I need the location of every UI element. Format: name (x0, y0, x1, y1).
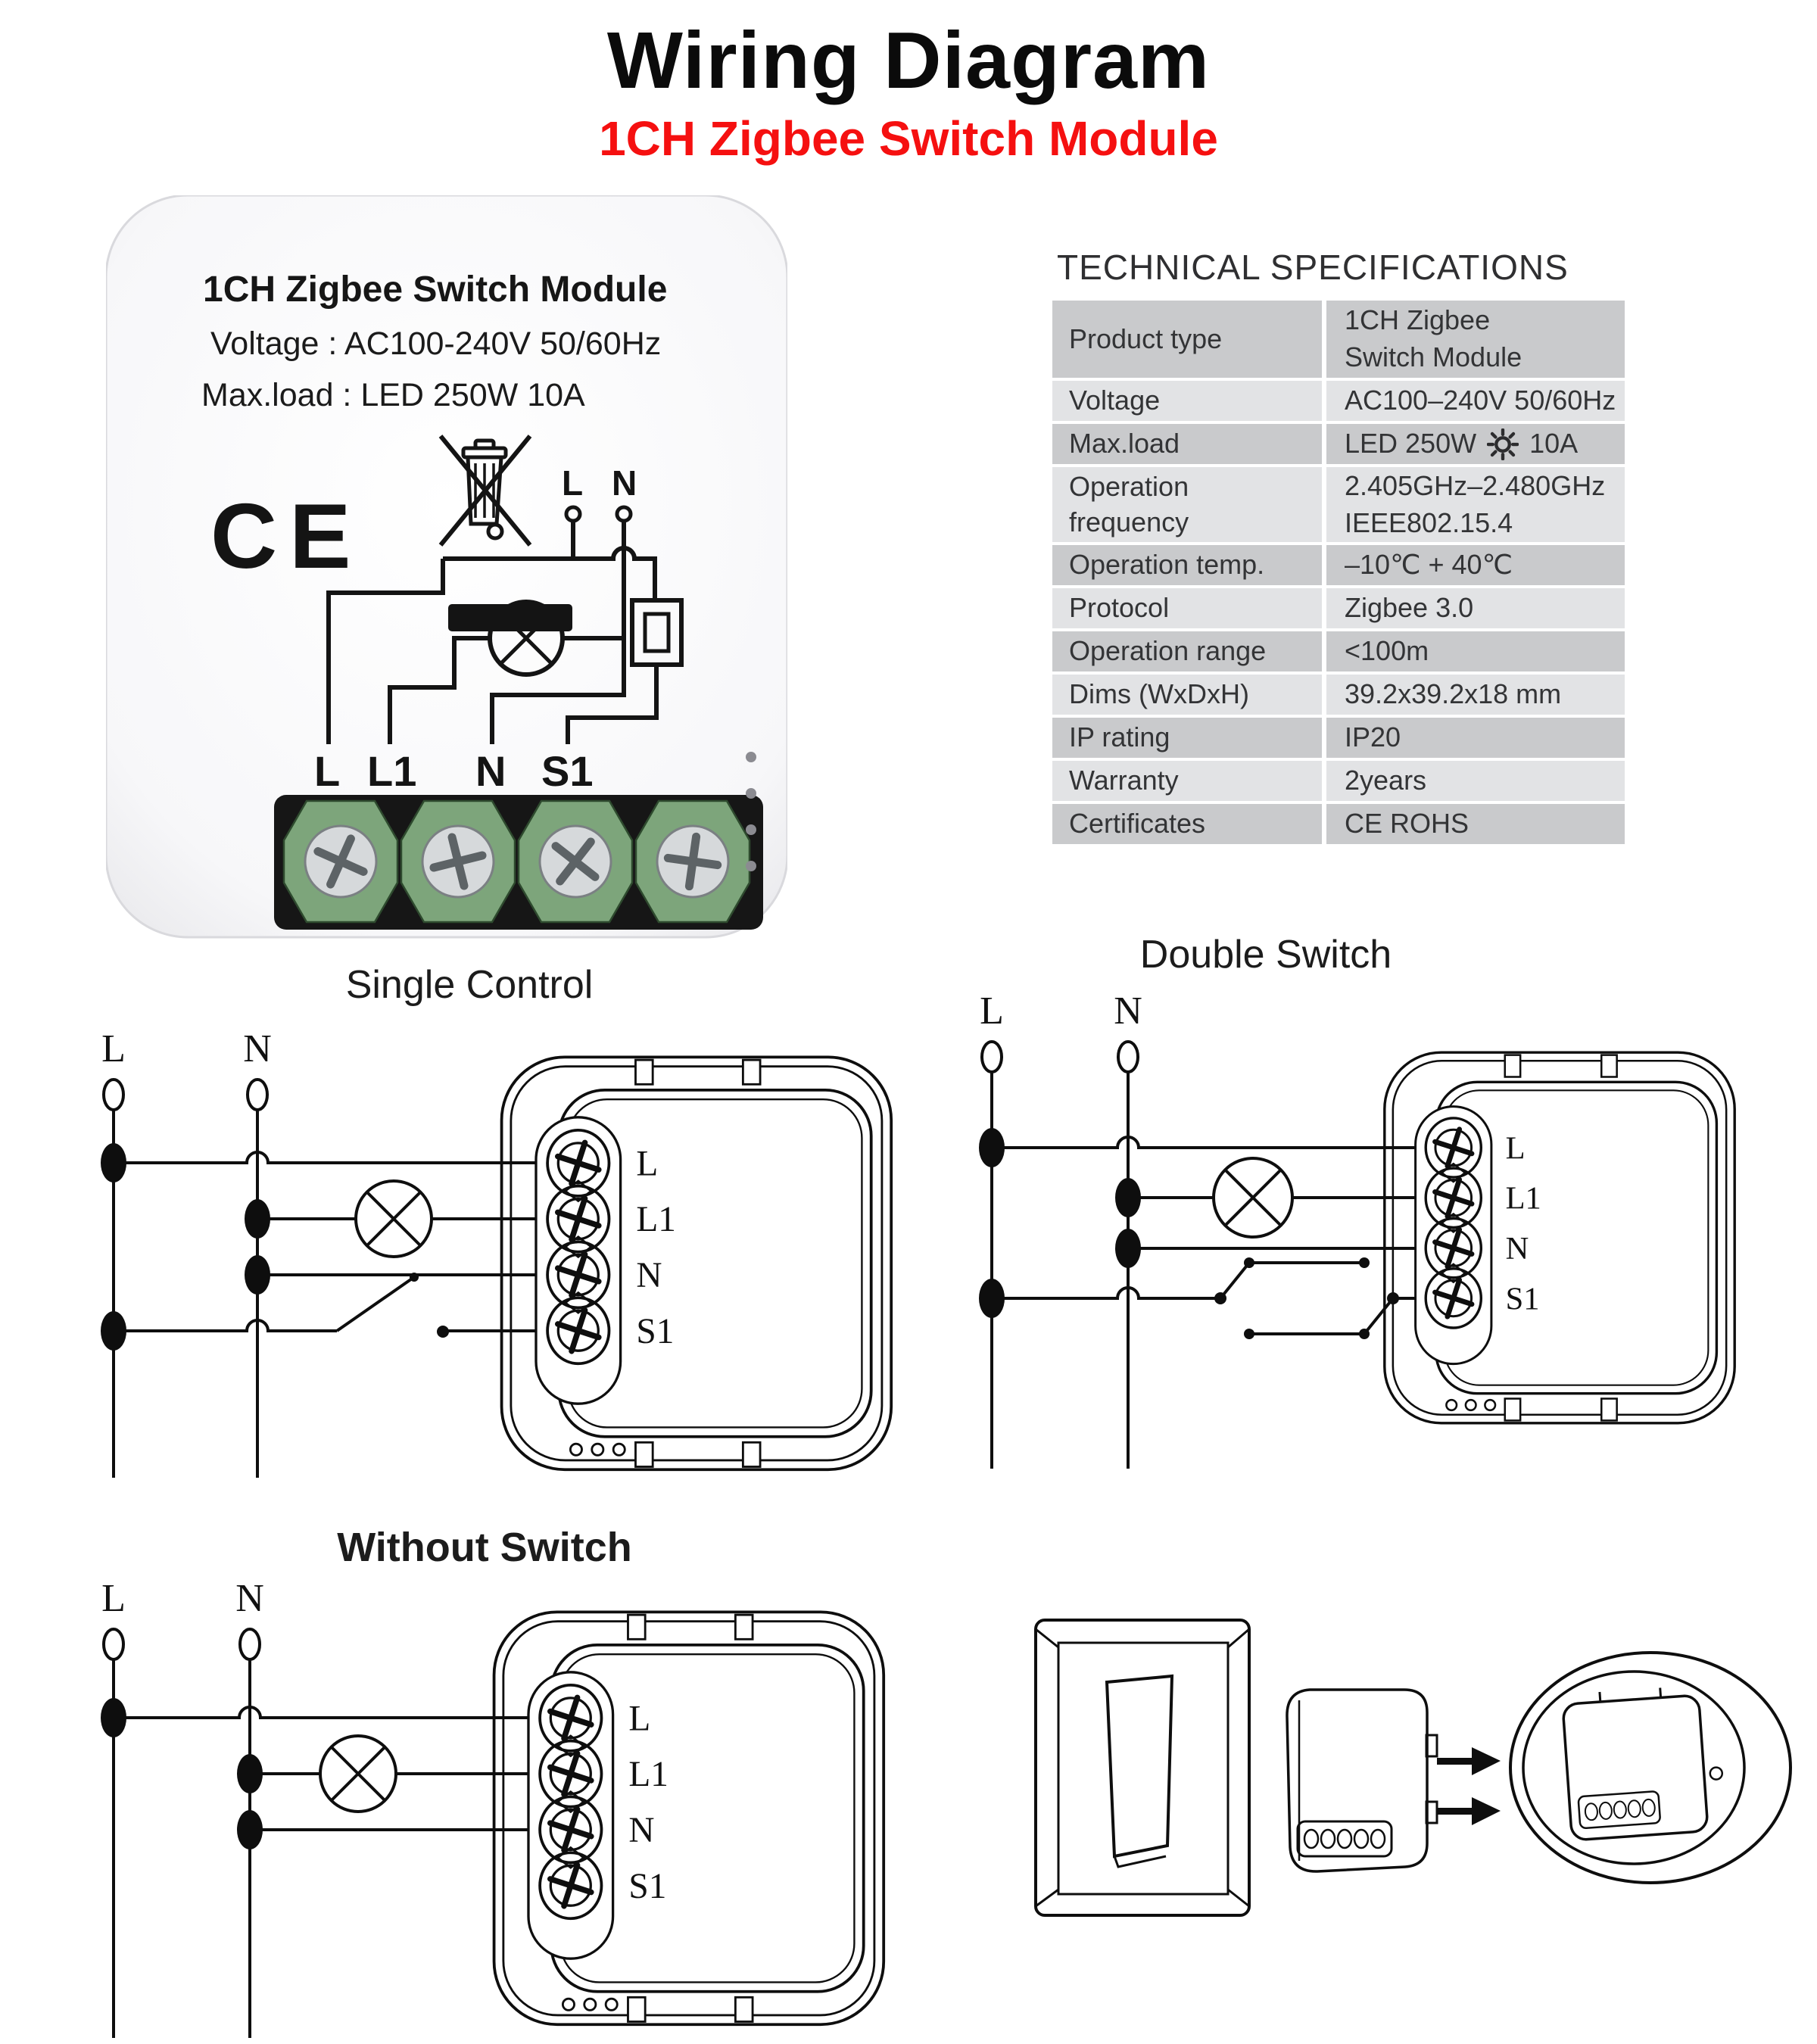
wheelie-bin-crossed-icon (438, 435, 532, 547)
mains-l-label: L (101, 1027, 126, 1070)
ce-mark: CE (210, 485, 363, 587)
mini-top-l: L (562, 463, 583, 503)
switch-blade-right (1363, 1297, 1395, 1335)
spec-label: Product type (1069, 322, 1223, 354)
printed-maxload: Max.load : LED 250W 10A (201, 377, 585, 413)
printed-product-name: 1CH Zigbee Switch Module (203, 270, 667, 310)
spec-row-protocol: Protocol Zigbee 3.0 (1052, 588, 1625, 631)
spec-label: Operation temp. (1069, 549, 1265, 581)
maxload-watts: LED 250W (1345, 428, 1477, 460)
wires (980, 1040, 1450, 1469)
spec-value: –10℃ + 40℃ (1322, 545, 1625, 585)
mini-bottom-n: N (475, 747, 506, 795)
spec-value: 2years (1322, 761, 1625, 801)
mains-l-label: L (101, 1577, 126, 1620)
spec-label: Operation range (1069, 635, 1267, 667)
block-screws (304, 824, 730, 899)
spec-row-dims: Dims (WxDxH) 39.2x39.2x18 mm (1052, 675, 1625, 718)
spec-value: 1CH Zigbee Switch Module (1322, 301, 1625, 378)
spec-label: Max.load (1069, 428, 1180, 460)
side-vent-dots (746, 752, 756, 871)
spec-row-frequency: Operation frequency 2.405GHz–2.480GHz IE… (1052, 467, 1625, 545)
diagram-title: Double Switch (1140, 933, 1392, 977)
diagram-title: Single Control (346, 963, 594, 1007)
green-terminal-block (274, 795, 763, 930)
mains-n-label: N (243, 1027, 272, 1070)
single-control-diagram: Single Control L N (101, 963, 908, 1478)
spec-label: Dims (WxDxH) (1069, 678, 1249, 710)
mini-bottom-l1: L1 (367, 747, 416, 795)
spec-value: CE ROHS (1322, 804, 1625, 844)
maxload-amps: 10A (1529, 428, 1579, 460)
spec-value: IP20 (1322, 718, 1625, 758)
mini-top-n: N (612, 463, 637, 503)
spec-heading: TECHNICAL SPECIFICATIONS (1057, 248, 1569, 287)
junction-dots (101, 1143, 449, 1351)
wires (102, 1628, 568, 2038)
spec-label: IP rating (1069, 721, 1170, 753)
mini-bottom-l: L (314, 747, 340, 795)
module-isometric (1286, 1688, 1438, 1873)
spec-row-voltage: Voltage AC100–240V 50/60Hz (1052, 381, 1625, 424)
round-wall-box (1509, 1651, 1792, 1884)
product-photo: 1CH Zigbee Switch Module Voltage : AC100… (106, 195, 787, 939)
diagram-title: Without Switch (337, 1525, 631, 1570)
printed-mini-diagram: L N L L1 N S1 (314, 463, 684, 795)
page-subtitle: 1CH Zigbee Switch Module (599, 111, 1218, 166)
spec-label: Voltage (1069, 385, 1161, 416)
mains-l-label: L (980, 989, 1004, 1033)
brightness-icon (1487, 428, 1519, 460)
spec-label: Certificates (1069, 808, 1206, 840)
spec-label: Operation frequency (1069, 471, 1189, 537)
spec-row-temp: Operation temp. –10℃ + 40℃ (1052, 545, 1625, 588)
printed-voltage: Voltage : AC100-240V 50/60Hz (210, 326, 661, 362)
spec-row-range: Operation range <100m (1052, 631, 1625, 675)
spec-label: Warranty (1069, 765, 1179, 796)
without-switch-diagram: Without Switch L N (101, 1525, 924, 2038)
spec-row-warranty: Warranty 2years (1052, 761, 1625, 804)
junction-dots (101, 1698, 263, 1849)
spec-row-maxload: Max.load LED 250W 10A (1052, 424, 1625, 467)
spec-value: AC100–240V 50/60Hz (1322, 381, 1625, 421)
spec-value: Zigbee 3.0 (1322, 588, 1625, 628)
spec-label: Protocol (1069, 592, 1170, 624)
arrow-icons (1437, 1747, 1501, 1825)
spec-row-ip: IP rating IP20 (1052, 718, 1625, 761)
junction-dots (979, 1128, 1399, 1339)
mains-n-label: N (1114, 989, 1142, 1033)
installation-illustration (1034, 1619, 1792, 1917)
double-switch-diagram: Double Switch L N (979, 933, 1817, 1469)
module-in-box (1562, 1687, 1724, 1841)
mains-n-label: N (235, 1577, 264, 1620)
wires (102, 1078, 575, 1478)
rocker (1105, 1674, 1174, 1859)
mini-bottom-s1: S1 (541, 747, 594, 795)
spec-row-product-type: Product type 1CH Zigbee Switch Module (1052, 301, 1625, 381)
switch-blade (335, 1276, 416, 1332)
spec-value: LED 250W 10A (1322, 424, 1625, 464)
module-body (106, 195, 787, 939)
spec-value: <100m (1322, 631, 1625, 671)
spec-row-certificates: Certificates CE ROHS (1052, 804, 1625, 847)
spec-table: Product type 1CH Zigbee Switch Module Vo… (1052, 301, 1625, 847)
spec-value: 2.405GHz–2.480GHz IEEE802.15.4 (1322, 467, 1625, 542)
spec-value: 39.2x39.2x18 mm (1322, 675, 1625, 715)
wall-switch (1034, 1619, 1251, 1917)
page-title: Wiring Diagram (606, 16, 1211, 105)
switch-blade-left (1219, 1261, 1251, 1300)
